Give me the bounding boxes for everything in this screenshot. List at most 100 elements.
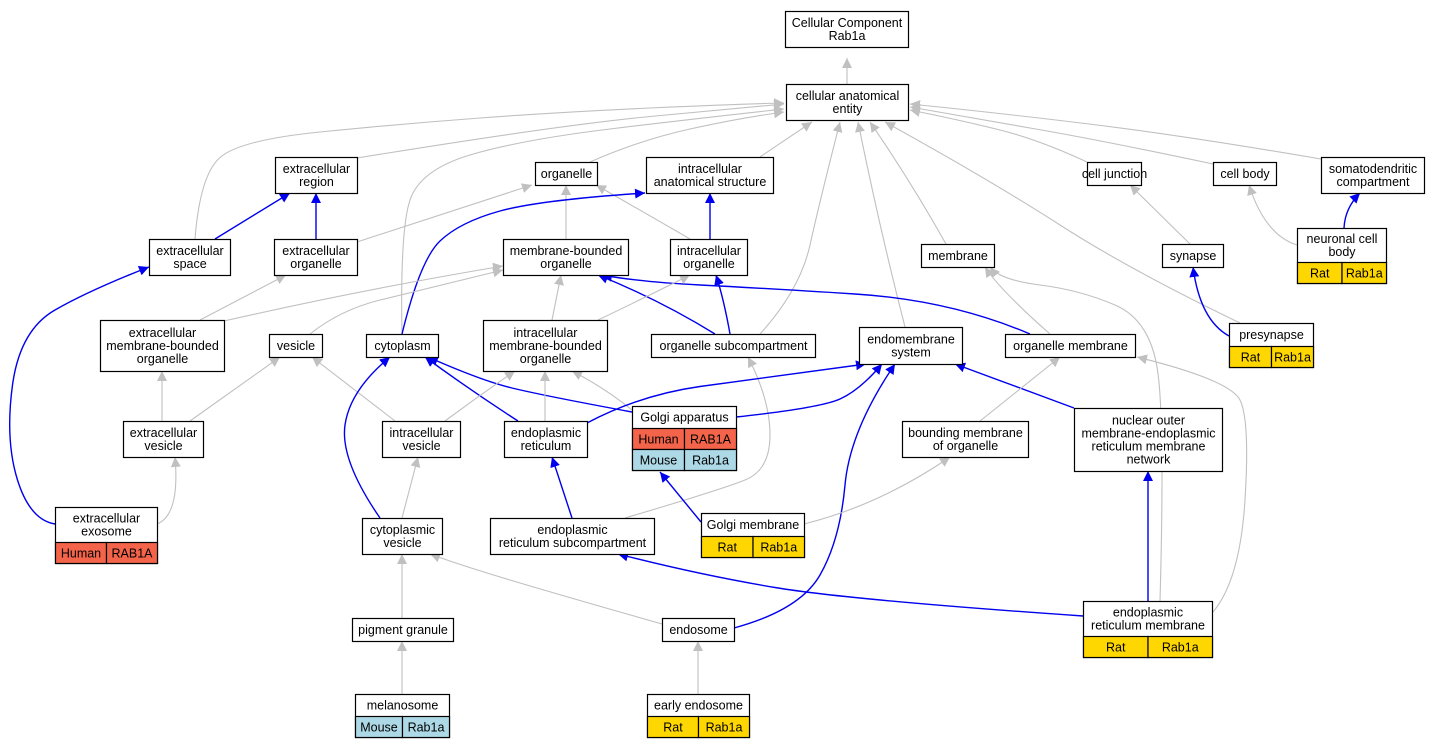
edge-is-a-intves-to-intmbo: [444, 370, 516, 422]
node-label-line: Cellular Component: [792, 16, 903, 30]
node-pigment[interactable]: pigment granule: [351, 617, 455, 643]
node-vesicle[interactable]: vesicle: [268, 333, 324, 359]
node-celljunction[interactable]: cell junction: [1082, 161, 1147, 187]
node-cytoplasm[interactable]: cytoplasm: [365, 333, 440, 359]
edge-is-a-extves-to-vesicle: [189, 356, 281, 422]
species-name: Rat: [663, 721, 683, 735]
gene-symbol: RAB1A: [112, 547, 154, 561]
node-label-line: endomembrane: [867, 333, 955, 347]
node-label-line: organelle: [541, 167, 592, 181]
node-orgmem[interactable]: organelle membrane: [1004, 333, 1137, 359]
node-box: [1161, 243, 1225, 269]
edge-is-a-intmbo-to-mbo: [551, 274, 564, 321]
edge-part-of-ermem-to-ersub: [617, 551, 1084, 617]
edge-is-a-extmbo-to-extorg: [199, 274, 287, 321]
node-label-line: of organelle: [933, 439, 998, 453]
edge-is-a-extspace-to-cae: [194, 98, 785, 240]
node-label-line: system: [891, 346, 931, 360]
node-label-line: presynapse: [1239, 328, 1304, 342]
node-label-line: Golgi apparatus: [640, 411, 728, 425]
node-box: [503, 420, 589, 459]
edge-part-of-presynapse-to-synapse: [1189, 266, 1230, 337]
node-label-line: pigment granule: [358, 623, 448, 637]
node-organelle[interactable]: organelle: [534, 161, 599, 187]
node-label-line: membrane-bounded: [106, 339, 219, 353]
node-label-line: cell body: [1220, 167, 1270, 181]
species-name: Human: [638, 433, 678, 447]
edge-part-of-golgi-to-endosys: [735, 363, 883, 418]
node-label-line: vesicle: [277, 339, 315, 353]
gene-symbol: Rab1a: [1162, 641, 1199, 655]
edge-is-a-extreg-to-cae: [356, 99, 785, 159]
edge-layer: [9, 58, 1361, 694]
node-box: [381, 420, 462, 459]
node-box: [365, 333, 440, 359]
node-label-line: organelle: [683, 257, 734, 271]
edge-part-of-cytoplasm-to-ias: [401, 188, 646, 335]
node-box: [502, 238, 630, 277]
edge-part-of-extspace-to-extreg: [214, 192, 291, 240]
node-orgsub[interactable]: organelle subcompartment: [650, 333, 817, 359]
node-label-line: endoplasmic: [511, 426, 581, 440]
edge-part-of-orgsub-to-intorg: [714, 274, 731, 335]
node-label-line: Golgi membrane: [707, 518, 799, 532]
node-label-line: anatomical structure: [654, 175, 767, 189]
edge-is-a-vesicle-to-mbo: [309, 267, 504, 335]
node-box: [1004, 333, 1137, 359]
edge-is-a-neuronal-to-cellbody: [1247, 184, 1298, 246]
node-label-line: extracellular: [129, 326, 196, 340]
node-box: [122, 420, 205, 459]
edge-is-a-presynapse-to-cae: [884, 121, 1241, 324]
node-nuclear[interactable]: nuclear outermembrane-endoplasmicreticul…: [1073, 407, 1224, 473]
species-name: Rat: [1241, 351, 1261, 365]
node-endosome[interactable]: endosome: [661, 617, 736, 643]
edge-is-a-membrane-to-cae: [869, 121, 947, 245]
node-label-line: organelle: [520, 352, 571, 366]
gene-cell: [105, 541, 159, 565]
node-synapse[interactable]: synapse: [1161, 243, 1225, 269]
node-cellbody[interactable]: cell body: [1212, 161, 1278, 187]
edge-is-a-cytves-to-intves: [401, 456, 421, 519]
edge-is-a-ersub-to-orgsub: [624, 356, 771, 519]
node-box: [661, 617, 736, 643]
node-membrane[interactable]: membrane: [920, 243, 996, 269]
node-label-line: extracellular: [283, 162, 350, 176]
node-label-line: organelle membrane: [1013, 339, 1128, 353]
edge-part-of-golgi-to-cytoplasm: [427, 356, 633, 413]
node-box: [1073, 407, 1224, 473]
node-box: [645, 156, 775, 195]
node-label-line: compartment: [1337, 175, 1410, 189]
node-label-line: nuclear outer: [1112, 414, 1185, 428]
node-box: [785, 83, 910, 122]
edge-is-a-extorg-to-organelle: [356, 183, 533, 243]
edge-is-a-endosome-to-cytves: [429, 552, 663, 625]
